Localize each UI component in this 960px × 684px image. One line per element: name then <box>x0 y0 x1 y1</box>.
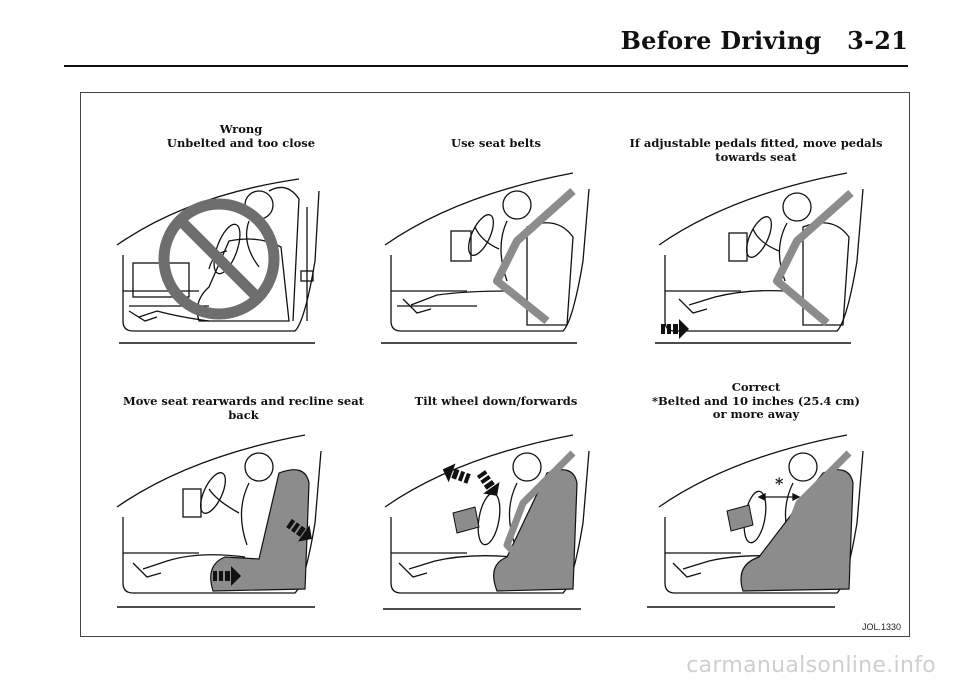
arrow-right-icon <box>661 319 689 339</box>
prohibition-icon <box>158 198 280 320</box>
seat <box>210 469 310 592</box>
panel-correct: * <box>647 433 871 613</box>
asterisk-marker: * <box>775 474 784 493</box>
seat-belt <box>773 190 854 327</box>
caption-correct: Correct *Belted and 10 inches (25.4 cm) … <box>652 380 860 421</box>
arrow-diagonal-icon <box>286 518 312 542</box>
seat <box>493 469 578 592</box>
panel-pedals <box>651 171 871 349</box>
illustration-seatbelts <box>381 172 590 344</box>
page-number: 3-21 <box>847 26 908 55</box>
illustration-seat-back <box>116 434 322 608</box>
panel-seat-back <box>109 433 329 613</box>
header-rule <box>64 65 908 67</box>
illustration-pedals <box>655 172 864 344</box>
seat-belt <box>503 450 576 588</box>
caption-wrong: Wrong Unbelted and too close <box>166 122 316 150</box>
figure-code: JOL.1330 <box>861 622 901 632</box>
wheel-column <box>452 506 480 534</box>
page-header: Before Driving 3-21 <box>0 0 960 70</box>
caption-tilt-wheel: Tilt wheel down/forwards <box>414 394 578 408</box>
seat <box>740 469 854 592</box>
footer-watermark: carmanualsonline.info <box>686 653 936 678</box>
seat-belt <box>779 450 852 588</box>
panel-wrong <box>109 171 329 349</box>
caption-pedals: If adjustable pedals fitted, move pedals… <box>629 136 883 164</box>
seat-belt <box>493 188 576 325</box>
panel-tilt-wheel <box>377 433 597 613</box>
illustration-correct: * <box>647 434 864 608</box>
arrow-right-icon <box>213 566 241 586</box>
illustration-tilt-wheel <box>383 434 590 610</box>
page-title: Before Driving 3-21 <box>621 26 908 55</box>
figure-frame: Wrong Unbelted and too close Use seat be… <box>80 92 910 637</box>
caption-seat-back: Move seat rearwards and recline seat bac… <box>123 394 364 422</box>
illustration-wrong <box>116 178 320 344</box>
panel-seatbelts <box>377 171 597 349</box>
caption-seatbelts: Use seat belts <box>451 136 541 150</box>
arrow-diagonal-icon <box>442 463 471 484</box>
arrow-diagonal-icon <box>476 470 500 496</box>
section-title: Before Driving <box>620 26 822 55</box>
wheel-column <box>726 504 754 532</box>
